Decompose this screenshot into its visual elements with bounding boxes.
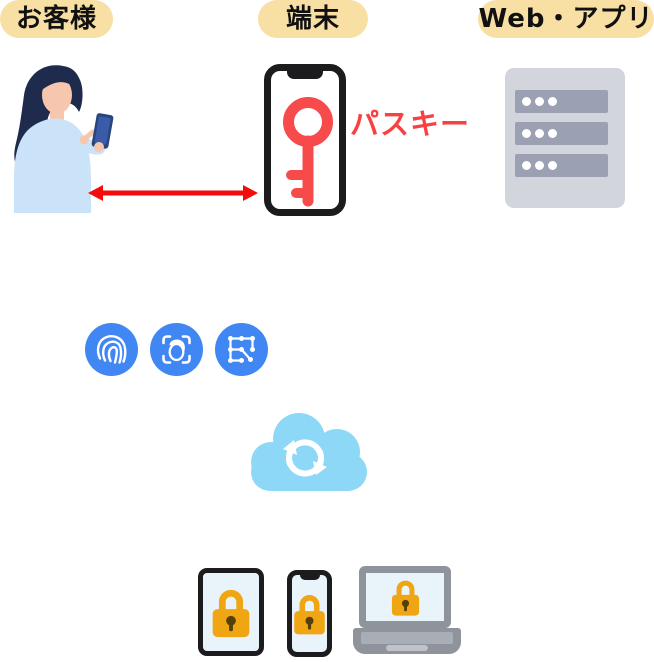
- web-app-label: Web・アプリ: [478, 0, 654, 38]
- lock-icon: [391, 580, 419, 616]
- key-icon: [283, 97, 333, 207]
- customer-label: お客様: [0, 0, 113, 38]
- lock-icon: [294, 595, 325, 635]
- fingerprint-icon: [85, 323, 138, 376]
- server-led: [522, 129, 531, 138]
- server-led: [548, 161, 557, 170]
- server-bar: [515, 90, 608, 113]
- laptop-keyboard: [361, 632, 453, 644]
- server-icon: [505, 68, 625, 208]
- server-led: [535, 129, 544, 138]
- server-led: [535, 97, 544, 106]
- lock-icon: [212, 589, 250, 638]
- pattern-lock-icon: [215, 323, 268, 376]
- cloud-sync-icon: [251, 413, 367, 491]
- tablet-with-lock: [198, 568, 264, 656]
- laptop-screen-frame: [359, 566, 451, 628]
- laptop-trackpad: [386, 645, 428, 651]
- server-led: [548, 97, 557, 106]
- woman-with-smartphone-illustration: [14, 65, 114, 213]
- face-id-icon: [150, 323, 203, 376]
- double-arrow-icon: [88, 185, 258, 201]
- phone-notch: [287, 70, 323, 79]
- passkey-label: パスキー: [350, 107, 471, 141]
- laptop-with-lock: [353, 562, 463, 658]
- smartphone-with-key: [264, 64, 346, 216]
- server-bar: [515, 154, 608, 177]
- laptop-screen: [366, 573, 444, 621]
- server-led: [522, 161, 531, 170]
- server-led: [535, 161, 544, 170]
- phone-notch: [299, 574, 320, 580]
- held-smartphone: [91, 113, 114, 149]
- server-led: [522, 97, 531, 106]
- server-bar: [515, 122, 608, 145]
- laptop-base: [353, 628, 461, 654]
- server-led: [548, 129, 557, 138]
- device-label: 端末: [258, 0, 368, 38]
- sync-arrows-icon: [283, 439, 327, 477]
- smartphone-with-lock: [287, 570, 332, 657]
